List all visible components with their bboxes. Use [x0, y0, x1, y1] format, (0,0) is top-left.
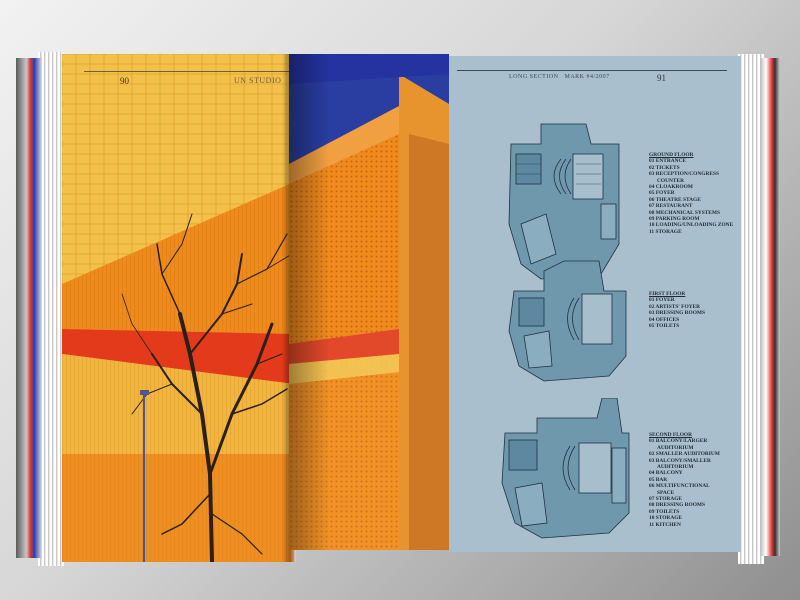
left-header-rule: [84, 71, 294, 72]
legend-item: 06 MULTIFUNCTIONAL: [649, 483, 710, 490]
right-gutter-shade: [289, 54, 329, 550]
legend-item: 09 TOILETS: [649, 508, 680, 515]
section-label: LONG SECTION: [509, 74, 559, 80]
facade-detail-illustration: [289, 54, 449, 550]
legend-item: 04 OFFICES: [649, 316, 680, 323]
floor-plans-page: LONG SECTION MARK #4/2007 91 GROUND FLOO…: [449, 56, 741, 552]
legend-item: 10 LOADING/UNLOADING ZONE: [649, 222, 734, 229]
first-floor-legend: FIRST FLOOR 01 FOYER 02 ARTISTS' FOYER 0…: [649, 291, 729, 329]
second-floor-legend: SECOND FLOOR 01 BALCONY/LARGER AUDITORIU…: [649, 432, 729, 528]
facade-photo-left: 90 UN STUDIO: [62, 54, 294, 562]
legend-item: 09 PARKING ROOM: [649, 216, 700, 223]
legend-item: COUNTER: [657, 177, 684, 184]
left-running-head: UN STUDIO: [234, 76, 282, 85]
ground-floor-plan: [508, 123, 620, 280]
facade-photo-right: [289, 54, 449, 550]
legend-item: 03 BALCONY/SMALLER: [649, 457, 711, 464]
ground-floor-title: GROUND FLOOR: [649, 152, 694, 158]
legend-item: 02 SMALLER AUDITORIUM: [649, 451, 720, 458]
second-floor-title: SECOND FLOOR: [649, 432, 692, 438]
left-cover-edge: [16, 58, 42, 558]
issue-label: MARK #4/2007: [564, 74, 610, 80]
legend-item: 05 FOYER: [649, 190, 675, 197]
facade-illustration: [62, 54, 294, 562]
legend-item: 04 BALCONY: [649, 470, 683, 477]
legend-item: SPACE: [657, 489, 675, 496]
legend-item: 02 TICKETS: [649, 164, 680, 171]
right-header-rule: [457, 70, 727, 71]
right-cover-edge: [760, 58, 780, 556]
legend-item: 08 MECHANICAL SYSTEMS: [649, 209, 720, 216]
legend-item: 03 DRESSING ROOMS: [649, 310, 706, 317]
right-page-number: 91: [657, 73, 666, 83]
legend-item: 10 STORAGE: [649, 515, 683, 522]
legend-item: 02 ARTISTS' FOYER: [649, 303, 701, 310]
second-floor-plan: [501, 398, 630, 539]
legend-item: 01 BALCONY/LARGER: [649, 438, 708, 445]
right-page-edges: [738, 54, 764, 564]
legend-item: 03 RECEPTION/CONGRESS: [649, 171, 719, 178]
legend-item: 11 KITCHEN: [649, 521, 681, 528]
legend-item: 04 CLOAKROOM: [649, 184, 693, 191]
legend-item: 01 FOYER: [649, 297, 675, 304]
legend-item: AUDITORIUM: [657, 444, 694, 451]
legend-item: 08 DRESSING ROOMS: [649, 502, 706, 509]
right-running-head: LONG SECTION MARK #4/2007: [509, 74, 610, 80]
legend-item: 01 ENTRANCE: [649, 158, 686, 165]
legend-item: 11 STORAGE: [649, 228, 682, 235]
first-floor-plan: [508, 260, 627, 382]
left-page-edges: [38, 52, 64, 566]
legend-item: 07 STORAGE: [649, 496, 683, 503]
ground-floor-legend: GROUND FLOOR 01 ENTRANCE 02 TICKETS 03 R…: [649, 152, 734, 235]
legend-item: 06 THEATRE STAGE: [649, 196, 701, 203]
legend-item: 05 BAR: [649, 476, 668, 483]
legend-item: 07 RESTAURANT: [649, 203, 693, 210]
legend-item: 05 TOILETS: [649, 323, 680, 330]
first-floor-title: FIRST FLOOR: [649, 291, 686, 297]
left-page-number: 90: [120, 76, 129, 86]
legend-item: AUDITORIUM: [657, 464, 694, 471]
